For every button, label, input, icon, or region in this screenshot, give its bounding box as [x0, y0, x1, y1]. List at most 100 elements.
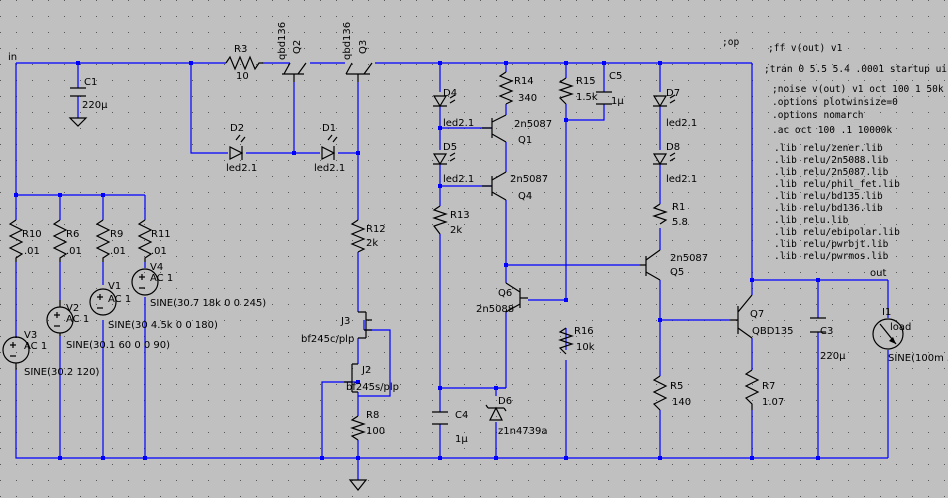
- label-j3-model: bf245c/plp: [301, 334, 354, 345]
- label-q5-name: Q5: [670, 267, 684, 278]
- label-d8-name: D8: [666, 142, 680, 153]
- resistor-r13[interactable]: [432, 205, 448, 235]
- transistor-q3[interactable]: [345, 62, 373, 82]
- label-j2-model: bf245s/plp: [346, 382, 399, 393]
- led-d2[interactable]: [229, 134, 246, 160]
- net-label-in: in: [8, 52, 17, 63]
- jfet-j2[interactable]: [344, 363, 358, 393]
- transistor-q2[interactable]: [282, 62, 307, 82]
- label-r16-name: R16: [574, 326, 594, 337]
- label-d2-value: led2.1: [226, 163, 257, 174]
- capacitor-c4[interactable]: [432, 411, 448, 425]
- label-q5-model: 2n5087: [670, 253, 708, 264]
- label-r5-name: R5: [670, 381, 683, 392]
- net-label-out: out: [870, 268, 886, 279]
- directive-lib-relu: .lib relu.lib: [774, 215, 849, 226]
- label-r16-value: 10k: [576, 342, 595, 353]
- label-d6-model: z1n4739a: [498, 426, 548, 437]
- label-r7-name: R7: [762, 381, 775, 392]
- label-c3-value: 220µ: [820, 351, 846, 362]
- label-v3-ac: AC 1: [24, 341, 47, 352]
- current-source-i1[interactable]: [872, 318, 904, 350]
- label-r7-value: 1.07: [762, 397, 784, 408]
- label-d7-value: led2.1: [666, 118, 697, 129]
- resistor-r7[interactable]: [744, 369, 760, 410]
- directive-options-nomarch: .options nomarch: [772, 110, 864, 121]
- label-r11-name: R11: [151, 229, 171, 240]
- resistor-r9[interactable]: [95, 219, 111, 262]
- label-d5-name: D5: [443, 142, 457, 153]
- label-v3-name: V3: [24, 330, 37, 341]
- voltage-source-v3[interactable]: [2, 336, 30, 370]
- resistor-r3[interactable]: [225, 55, 263, 71]
- led-d4[interactable]: [432, 94, 456, 108]
- ground-symbol-main: [348, 479, 368, 491]
- directive-lib-2n5087: .lib relu/2n5087.lib: [774, 167, 889, 178]
- label-v4-ac: AC 1: [150, 273, 173, 284]
- transistor-q6[interactable]: [505, 282, 528, 313]
- voltage-source-v4[interactable]: [131, 268, 159, 296]
- label-r1-value: 5.8: [672, 217, 688, 228]
- resistor-r6[interactable]: [52, 219, 68, 262]
- label-v4-sine: SINE(30.7 18k 0 0 245): [150, 298, 266, 309]
- label-r3-name: R3: [234, 44, 247, 55]
- zener-d6[interactable]: [485, 404, 507, 421]
- label-v4-name: V4: [150, 262, 163, 273]
- transistor-q4[interactable]: [482, 171, 507, 201]
- resistor-r8[interactable]: [350, 415, 366, 441]
- capacitor-c1[interactable]: [70, 87, 86, 97]
- label-q7-model: QBD135: [752, 326, 794, 337]
- label-c4-name: C4: [455, 410, 468, 421]
- label-c3-name: C3: [820, 326, 833, 337]
- label-d1-name: D1: [322, 123, 336, 134]
- transistor-q5[interactable]: [640, 249, 661, 281]
- resistor-r16[interactable]: [558, 327, 574, 355]
- resistor-r1[interactable]: [652, 203, 668, 225]
- resistor-r10[interactable]: [8, 219, 24, 262]
- directive-noise: ;noise v(out) v1 oct 100 1 50k: [772, 84, 944, 95]
- directive-op: ;op: [722, 37, 739, 48]
- label-c1-value: 220µ: [82, 100, 108, 111]
- label-r9-name: R9: [110, 229, 123, 240]
- transistor-q1[interactable]: [482, 114, 507, 143]
- led-d7[interactable]: [652, 94, 676, 108]
- led-d5[interactable]: [432, 152, 456, 166]
- resistor-r11[interactable]: [137, 219, 153, 262]
- label-r6-value: .01: [66, 246, 82, 257]
- label-r10-name: R10: [22, 229, 42, 240]
- directive-lib-zener: .lib relu/zener.lib: [774, 143, 883, 154]
- resistor-r12[interactable]: [350, 219, 366, 253]
- led-d1[interactable]: [321, 134, 338, 160]
- label-q2-name: Q2: [292, 40, 303, 54]
- resistor-r5[interactable]: [652, 375, 668, 411]
- voltage-source-v1[interactable]: [89, 288, 117, 316]
- label-j2-name: J2: [361, 365, 371, 376]
- voltage-source-v2[interactable]: [46, 300, 74, 336]
- resistor-r14[interactable]: [498, 71, 514, 105]
- label-i1-value: SINE(100m 5: [888, 353, 948, 364]
- label-i1-name: I1: [882, 307, 891, 318]
- label-q7-name: Q7: [750, 309, 764, 320]
- label-v1-ac: AC 1: [108, 294, 131, 305]
- label-q6-model: 2n5088: [476, 304, 514, 315]
- directive-lib-bd136: .lib relu/bd136.lib: [774, 203, 883, 214]
- led-d8[interactable]: [652, 152, 676, 166]
- label-r8-value: 100: [366, 426, 385, 437]
- label-q1-name: Q1: [518, 135, 532, 146]
- transistor-q7[interactable]: [730, 294, 753, 339]
- label-q3-model: qbd136: [342, 22, 353, 60]
- label-r5-value: 140: [672, 397, 691, 408]
- jfet-j3[interactable]: [358, 311, 372, 339]
- label-q2-model: qbd136: [277, 22, 288, 60]
- label-v1-sine: SINE(30 4.5k 0 0 180): [108, 320, 218, 331]
- capacitor-c3[interactable]: [810, 317, 826, 333]
- capacitor-c5[interactable]: [596, 91, 612, 105]
- label-d5-value: led2.1: [443, 174, 474, 185]
- label-v2-ac: AC 1: [66, 314, 89, 325]
- label-q4-name: Q4: [518, 191, 532, 202]
- label-q3-name: Q3: [358, 40, 369, 54]
- resistor-r15[interactable]: [558, 77, 574, 105]
